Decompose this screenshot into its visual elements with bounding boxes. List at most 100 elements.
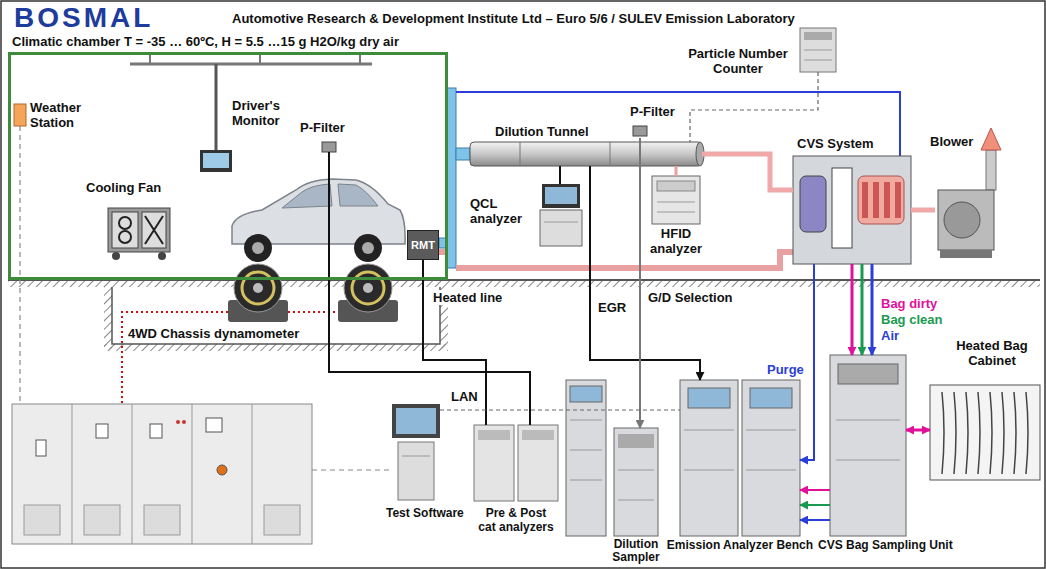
electrical-cabinet [12,404,312,544]
particle-counter: Particle Number Counter [800,28,836,72]
pn-counter-device [800,28,836,72]
qcl-device-part [542,184,580,208]
floor [8,280,1040,287]
connector-label: G/D Selection [647,290,734,305]
dyno-rollers [228,264,398,322]
qcl-device-part [544,222,578,223]
electrical-cabinet-part [150,424,162,438]
qcl-device-part [545,187,577,204]
analyzer-units-part [518,425,558,501]
exhaust-transfer-pipe-part [456,252,793,268]
cooling-fan-unit-part [142,212,166,248]
climatic-chamber: Climatic chamber T = -35 … 60ºC, H = 5.5… [8,52,448,280]
cat-analyzers: Pre & Post cat analyzers [474,425,558,501]
rmt-box: RMT [407,230,439,260]
connector-label: Air [880,328,900,343]
analyzer-units-part [522,430,554,440]
ceiling-rail [130,55,372,150]
ceiling-rail-part [130,63,372,66]
electrical-cabinet-part [217,465,227,475]
bag-sampling-rack [830,355,906,536]
connector-label: Purge [766,362,805,377]
electrical-cabinet-part [84,505,120,535]
electrical-cabinet-part [252,404,253,544]
test-computer-part [392,404,440,438]
node-label: Climatic chamber T = -35 … 60ºC, H = 5.5… [12,34,399,49]
electrical-cabinet-part [176,420,180,424]
bench-racks-part [742,380,800,536]
node-label: Cooling Fan [86,180,161,195]
blower-unit-part [981,128,1001,150]
hfid-device-part [657,212,695,213]
lan-line [440,409,680,410]
instrument-rack-part [570,420,602,421]
node-label: Driver's Monitor [232,98,294,128]
heated-bag-box-part [930,385,1040,480]
electrical-cabinet-part [206,418,222,432]
test-car-part [252,242,264,254]
analyzer-bench: Emission Analyzer Bench [680,380,800,536]
blower-unit-part [986,150,996,190]
bag-sampling-rack-part [830,355,906,536]
node-label: HFID analyzer [646,226,706,256]
sampler-rack [614,428,658,536]
air-line [800,519,830,521]
test-car-part [362,242,374,254]
exhaust-transfer-pipe-part [439,249,446,255]
node-label: Weather Station [30,100,96,130]
sample-line [675,166,678,176]
connector-label: Bag clean [880,312,943,327]
blower-unit-part [938,190,994,250]
sampler-rack-part [614,428,658,536]
cvs-unit-part [884,182,890,218]
cvs-unit-part [873,182,879,218]
connector-label: Bag dirty [880,296,938,311]
electrical-cabinet-part [72,404,73,544]
control-cable [288,311,338,313]
hfid-device-part [657,181,695,191]
dilution-tunnel-body [470,142,704,166]
pn-counter-device-part [804,50,832,51]
electrical-cabinet-part [192,404,193,544]
dilution-tunnel-body-part [470,142,702,166]
cvs-unit-part [862,182,868,218]
ceiling-rail-part [149,55,151,64]
bench-racks-part [684,430,734,431]
cooling-fan-unit-part [112,252,120,260]
particle-filter: P-Filter [630,104,682,138]
node-label: 4WD Chassis dynamometer [128,326,299,341]
bench-racks-part [746,470,796,471]
sampler-rack-part [618,500,654,501]
exhaust-pipe [911,208,935,213]
pn-counter-device-part [804,60,832,61]
node-label: Emission Analyzer Bench [665,538,815,552]
dyno-pit-part [104,287,112,349]
weather-station: Weather Station [13,100,97,136]
bench-racks [680,380,800,536]
particulate-filter [633,126,647,136]
analyzer-units-part [478,430,510,440]
particulate-filter [322,142,336,152]
bag-sampling-rack-part [836,460,900,461]
brand-logo: BOSMAL [14,3,153,33]
electrical-cabinet-part [24,505,60,535]
control-cable [122,312,228,404]
test-computer-part [398,442,434,500]
dilution-tunnel-body-part [610,142,611,166]
qcl-device-part [540,210,582,246]
signal-line [690,72,818,142]
dyno-pit-part [104,344,448,351]
bag-line [851,264,854,355]
exhaust-pipe [702,154,793,190]
blower-unit-part [944,202,980,238]
monitor-screen-part [200,150,232,172]
cooling-fan-unit [108,208,170,260]
bag-transfer [906,429,930,432]
cooling-fan-unit-part [145,216,163,244]
pn-counter-device-part [804,32,832,40]
bag-sampling-rack-part [836,420,900,421]
ceiling-rail-part [259,55,261,64]
cvs-unit [793,156,911,264]
